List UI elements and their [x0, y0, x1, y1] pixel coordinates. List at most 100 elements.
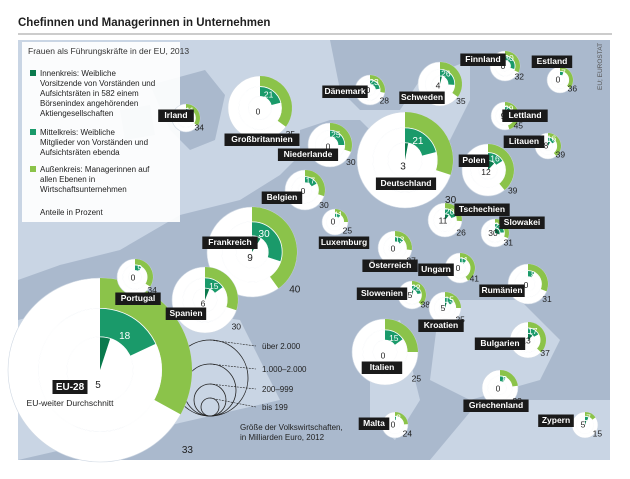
country-label: Finnland	[465, 54, 500, 64]
header-band	[0, 0, 630, 40]
value-label: 0	[301, 186, 306, 196]
value-label: 13	[395, 234, 405, 244]
value-label: 45	[514, 121, 524, 131]
country-label-bg	[454, 203, 510, 216]
ring-separator	[493, 381, 507, 395]
value-label: 30	[488, 228, 498, 238]
value-label: 0	[381, 351, 386, 361]
slice-inner	[440, 76, 442, 84]
ring-separator	[362, 329, 408, 375]
country-label: Luxemburg	[321, 237, 367, 247]
value-label: 21	[412, 136, 424, 147]
ring-separator	[122, 264, 148, 290]
value-label: 23	[369, 77, 379, 87]
country-label-bg	[358, 417, 390, 430]
value-label: 30	[319, 200, 329, 210]
country-label: Österreich	[369, 260, 412, 270]
size-legend-item: über 2.000	[262, 342, 301, 351]
value-label: 41	[470, 274, 480, 284]
value-label: 0	[331, 217, 336, 227]
country-label-bg	[158, 109, 194, 122]
country-label: Zypern	[542, 415, 570, 425]
right-margin	[610, 40, 630, 479]
value-label: 31	[542, 294, 552, 304]
value-label: 21	[264, 89, 274, 99]
value-label: 4	[436, 80, 441, 90]
value-label: 15	[389, 333, 399, 343]
country-deutschland: 3 21 30 Deutschland	[356, 111, 457, 209]
country-label-bg	[52, 380, 88, 394]
country-label-bg	[479, 284, 525, 297]
country-label-bg	[318, 236, 370, 249]
slice-inner	[488, 160, 495, 170]
country-label-bg	[458, 154, 490, 167]
chart-subtitle: Frauen als Führungskräfte in der EU, 201…	[28, 46, 189, 56]
country-label-bg	[165, 307, 207, 320]
value-label: 26	[456, 227, 466, 237]
value-label: 8	[502, 374, 507, 384]
value-label: 25	[455, 314, 465, 324]
ring-separator	[489, 227, 501, 239]
value-label: 0	[256, 106, 261, 116]
country-label-bg	[502, 109, 548, 122]
value-label: 30	[504, 53, 514, 63]
country-label: Lettland	[508, 110, 541, 120]
legend-panel	[22, 42, 180, 222]
country-label-bg	[499, 216, 545, 229]
value-label: 3	[400, 162, 406, 173]
country-label: Deutschland	[380, 178, 431, 188]
legend-unit: Anteile in Prozent	[40, 208, 103, 217]
value-label: 9	[137, 263, 142, 273]
ring-separator	[520, 276, 536, 292]
ring-separator	[554, 74, 566, 86]
value-label: 15	[445, 295, 455, 305]
ring-separator	[325, 212, 345, 232]
ring-separator	[291, 176, 319, 204]
value-label: 15	[209, 281, 219, 291]
value-label: 34	[195, 123, 205, 133]
value-label: 16	[490, 153, 500, 163]
value-label: 24	[494, 220, 504, 230]
country-label: Großbritannien	[231, 134, 292, 144]
legend-swatch-outer	[30, 166, 36, 172]
slice-inner	[548, 141, 551, 146]
value-label: 30	[445, 195, 457, 206]
value-label: 0	[131, 273, 136, 283]
country-label-bg	[261, 191, 303, 204]
size-legend-item: 1.000–2.000	[262, 365, 307, 374]
country-label-bg	[356, 287, 408, 300]
country-label: Slowakei	[504, 217, 540, 227]
ring-separator	[514, 270, 542, 298]
ring-separator	[372, 127, 438, 193]
country-irland: 01134Irland	[158, 103, 205, 133]
ring-separator	[221, 221, 283, 283]
value-label: 0	[326, 141, 331, 151]
ring-separator	[454, 262, 466, 274]
ring-separator	[550, 70, 570, 90]
left-margin	[0, 40, 18, 479]
value-label: 2	[396, 413, 401, 423]
value-label: 25	[331, 130, 341, 140]
country-österreich: 01327Österreich	[362, 230, 418, 272]
country-label-bg	[418, 263, 454, 276]
country-label: Frankreich	[208, 237, 251, 247]
value-label: 30	[346, 157, 356, 167]
size-legend-line-3	[209, 383, 257, 390]
ring-separator	[128, 270, 142, 284]
value-label: 7	[586, 413, 591, 423]
country-label-bg	[418, 319, 464, 332]
ring-separator	[579, 419, 591, 431]
value-label: 17	[306, 175, 316, 185]
ring-separator	[182, 277, 228, 323]
country-label: Italien	[370, 362, 395, 372]
legend-swatch-inner	[30, 70, 36, 76]
ring-separator	[66, 336, 134, 404]
eu-sublabel: EU-weiter Durchschnitt	[27, 398, 115, 408]
